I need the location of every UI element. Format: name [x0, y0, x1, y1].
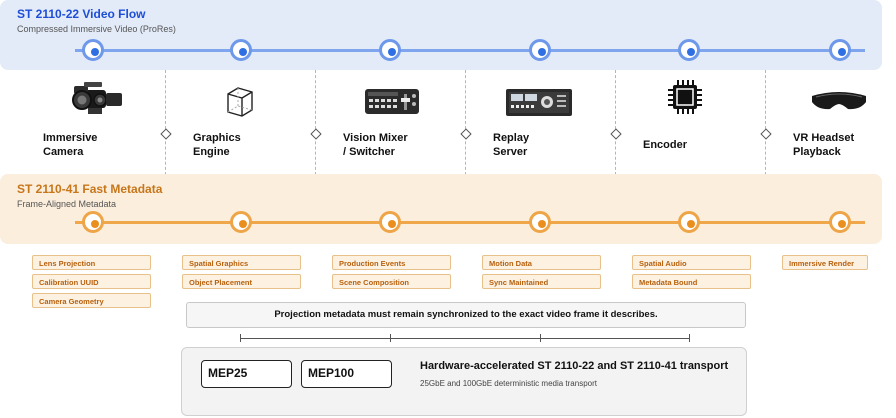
cube-icon	[227, 87, 253, 117]
metadata-chip: Calibration UUID	[32, 274, 151, 289]
stage-label-graphics: Graphics Engine	[193, 132, 241, 158]
stage-label-replay: Replay Server	[493, 132, 530, 158]
metadata-node-graphics	[230, 211, 252, 233]
hardware-title: Hardware-accelerated ST 2110-22 and ST 2…	[420, 360, 729, 372]
bus-tick	[390, 334, 391, 342]
sync-note: Projection metadata must remain synchron…	[186, 302, 746, 328]
metadata-chip: Lens Projection	[32, 255, 151, 270]
stage-divider	[765, 70, 766, 175]
metadata-node-replay	[529, 211, 551, 233]
metadata-flow-line	[75, 221, 865, 224]
metadata-chip: Scene Composition	[332, 274, 451, 289]
video-node-switcher	[379, 39, 401, 61]
camera-icon	[72, 82, 122, 114]
hardware-subtitle: 25GbE and 100GbE deterministic media tra…	[420, 379, 597, 388]
video-node-graphics	[230, 39, 252, 61]
stage-label-encoder: Encoder	[643, 139, 688, 151]
metadata-node-switcher	[379, 211, 401, 233]
stage-label-switcher: Vision Mixer / Switcher	[343, 132, 408, 158]
stage-label-headset: VR Headset Playback	[793, 132, 855, 158]
hardware-panel: MEP25 MEP100 Hardware-accelerated ST 211…	[181, 347, 747, 416]
metadata-chip: Sync Maintained	[482, 274, 601, 289]
metadata-chip: Spatial Audio	[632, 255, 751, 270]
model-mep25: MEP25	[201, 360, 292, 388]
model-mep100: MEP100	[301, 360, 392, 388]
metadata-chip: Production Events	[332, 255, 451, 270]
video-flow-band: ST 2110-22 Video Flow Compressed Immersi…	[0, 0, 882, 70]
metadata-node-camera	[82, 211, 104, 233]
bus-tick	[540, 334, 541, 342]
metadata-flow-band: ST 2110-41 Fast Metadata Frame-Aligned M…	[0, 174, 882, 244]
video-node-camera	[82, 39, 104, 61]
video-flow-subtitle: Compressed Immersive Video (ProRes)	[17, 24, 176, 34]
stage-divider	[465, 70, 466, 175]
metadata-node-headset	[829, 211, 851, 233]
metadata-flow-title: ST 2110-41 Fast Metadata	[17, 182, 163, 196]
switcher-icon	[365, 89, 419, 114]
bus-tick	[689, 334, 690, 342]
metadata-chip: Immersive Render	[782, 255, 868, 270]
server-icon	[506, 89, 572, 116]
stage-divider	[165, 70, 166, 175]
metadata-chip: Object Placement	[182, 274, 301, 289]
video-node-headset	[829, 39, 851, 61]
stage-divider	[315, 70, 316, 175]
chip-icon	[668, 80, 702, 114]
metadata-chip: Metadata Bound	[632, 274, 751, 289]
metadata-flow-subtitle: Frame-Aligned Metadata	[17, 199, 117, 209]
bus-connector	[240, 338, 690, 339]
video-node-encoder	[678, 39, 700, 61]
video-flow-title: ST 2110-22 Video Flow	[17, 7, 146, 21]
vr-headset-icon	[812, 92, 866, 110]
video-node-replay	[529, 39, 551, 61]
metadata-chip: Motion Data	[482, 255, 601, 270]
stage-label-camera: Immersive Camera	[43, 132, 98, 158]
video-flow-line	[75, 49, 865, 52]
metadata-chip: Camera Geometry	[32, 293, 151, 308]
metadata-node-encoder	[678, 211, 700, 233]
stage-divider	[615, 70, 616, 175]
metadata-chip: Spatial Graphics	[182, 255, 301, 270]
bus-tick	[240, 334, 241, 342]
